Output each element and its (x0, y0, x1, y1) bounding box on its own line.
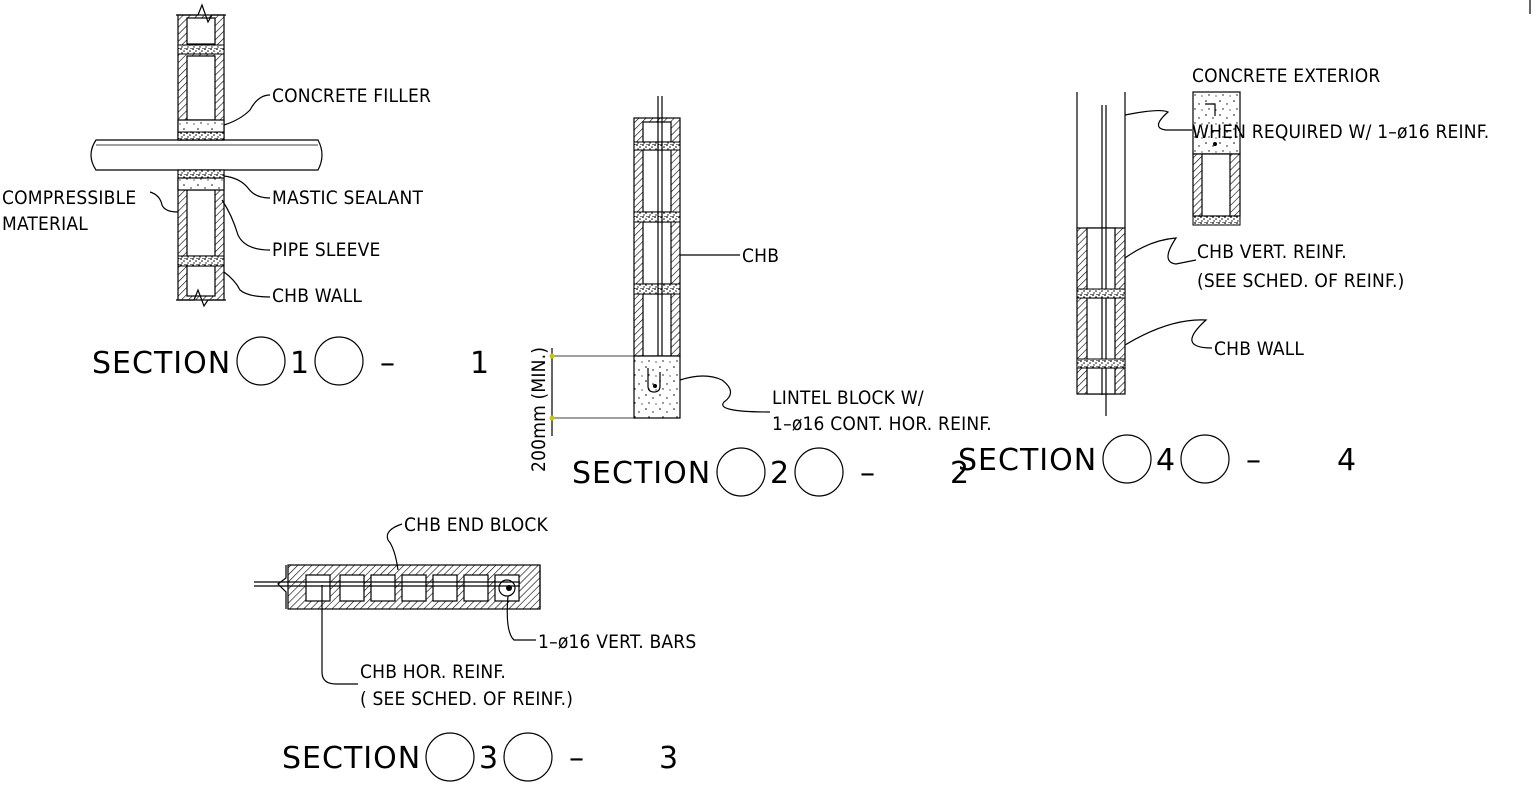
label-vert-bars: 1–ø16 VERT. BARS (538, 631, 696, 653)
section-1-sheet: 1 (470, 346, 490, 381)
label-chb-hor-reinf: CHB HOR. REINF. (360, 661, 506, 683)
label-lintel-block: LINTEL BLOCK W/ (772, 387, 924, 409)
section-2-circle-right (794, 447, 844, 497)
section-2-dash: – (860, 456, 876, 491)
section-1-dash: – (380, 346, 396, 381)
label-lintel-reinf: 1–ø16 CONT. HOR. REINF. (772, 413, 992, 435)
label-chb-end-block: CHB END BLOCK (404, 514, 548, 536)
section-4-sheet: 4 (1337, 443, 1357, 478)
section-1-number: 1 (290, 346, 310, 381)
label-see-sched-3: ( SEE SCHED. OF REINF.) (360, 688, 573, 710)
section-1-title: SECTION 1 – 1 (92, 336, 490, 386)
section-2-number: 2 (770, 456, 790, 491)
section-4-circle-left (1102, 434, 1152, 484)
dimension-text: 200mm (MIN.) (528, 347, 550, 472)
label-chb-wall-1: CHB WALL (272, 285, 362, 307)
label-material: MATERIAL (2, 213, 88, 235)
section-2-title: SECTION 2 – 2 (572, 447, 970, 497)
section-3-circle-right (503, 732, 553, 782)
section-1-circle-left (236, 336, 286, 386)
label-chb: CHB (742, 245, 779, 267)
dimension-marker-top (549, 353, 555, 359)
label-chb-vert-reinf: CHB VERT. REINF. (1197, 241, 1347, 263)
label-chb-wall-4: CHB WALL (1214, 338, 1304, 360)
section-4-circle-right (1180, 434, 1230, 484)
section-2-word: SECTION (572, 456, 711, 491)
section-3-detail (254, 523, 541, 685)
section-4-word: SECTION (958, 443, 1097, 478)
label-mastic-sealant: MASTIC SEALANT (272, 187, 424, 209)
section-1-circle-right (314, 336, 364, 386)
section-4-title: SECTION 4 – 4 (958, 434, 1357, 484)
label-concrete-exterior: CONCRETE EXTERIOR (1192, 65, 1381, 87)
label-pipe-sleeve: PIPE SLEEVE (272, 239, 381, 261)
section-2-circle-left (716, 447, 766, 497)
dimension-marker-bottom (549, 415, 555, 421)
section-3-sheet: 3 (659, 741, 679, 776)
section-1-detail (90, 3, 323, 308)
section-3-title: SECTION 3 – 3 (282, 732, 679, 782)
section-2-sheet: 2 (950, 456, 970, 491)
section-3-dash: – (569, 741, 585, 776)
label-concrete-filler: CONCRETE FILLER (272, 85, 431, 107)
section-4-detail (1076, 91, 1241, 416)
label-see-sched-4: (SEE SCHED. OF REINF.) (1197, 270, 1405, 292)
section-1-word: SECTION (92, 346, 231, 381)
section-2-detail (549, 96, 771, 436)
section-3-circle-left (425, 732, 475, 782)
section-3-number: 3 (479, 741, 499, 776)
label-compressible: COMPRESSIBLE (2, 187, 136, 209)
section-4-dash: – (1246, 443, 1262, 478)
label-when-required: WHEN REQUIRED W/ 1–ø16 REINF. (1192, 121, 1489, 143)
section-3-word: SECTION (282, 741, 421, 776)
section-4-number: 4 (1156, 443, 1176, 478)
